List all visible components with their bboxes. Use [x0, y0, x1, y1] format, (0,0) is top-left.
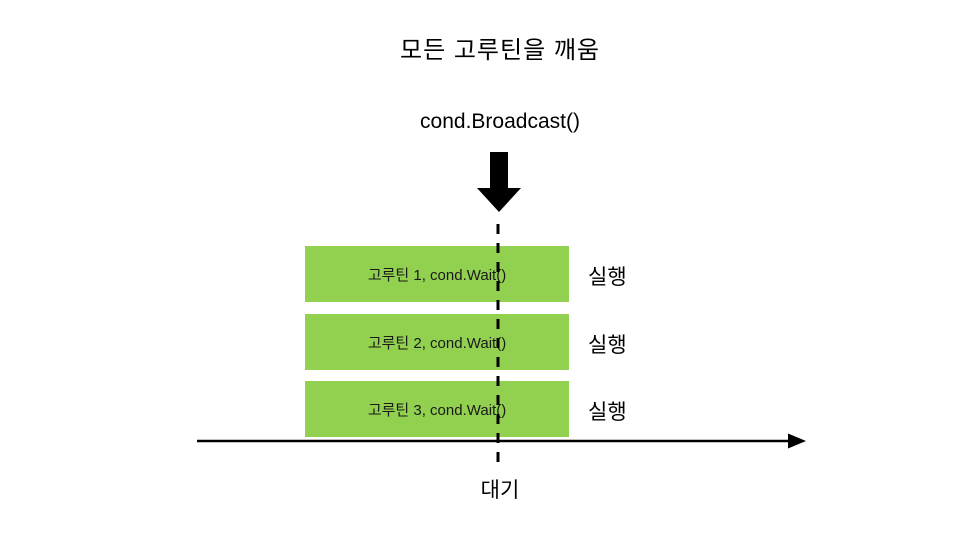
goroutine-box-3: 고루틴 3, cond.Wait() — [305, 381, 569, 437]
goroutine-box-1-label: 고루틴 1, cond.Wait() — [367, 266, 507, 284]
goroutine-box-2-label: 고루틴 2, cond.Wait() — [367, 334, 507, 352]
down-arrow-icon — [477, 152, 521, 212]
time-axis-arrowhead-icon — [788, 433, 806, 449]
status-label-3: 실행 — [588, 401, 627, 424]
status-label-2: 실행 — [588, 334, 627, 357]
goroutine-box-3-label: 고루틴 3, cond.Wait() — [367, 401, 507, 419]
status-label-1: 실행 — [588, 266, 627, 289]
goroutine-box-2: 고루틴 2, cond.Wait() — [305, 314, 569, 370]
goroutine-box-1: 고루틴 1, cond.Wait() — [305, 246, 569, 302]
diagram-title: 모든 고루틴을 깨움 — [400, 37, 600, 64]
broadcast-call-label: cond.Broadcast() — [420, 110, 580, 133]
axis-bottom-label: 대기 — [480, 479, 520, 502]
